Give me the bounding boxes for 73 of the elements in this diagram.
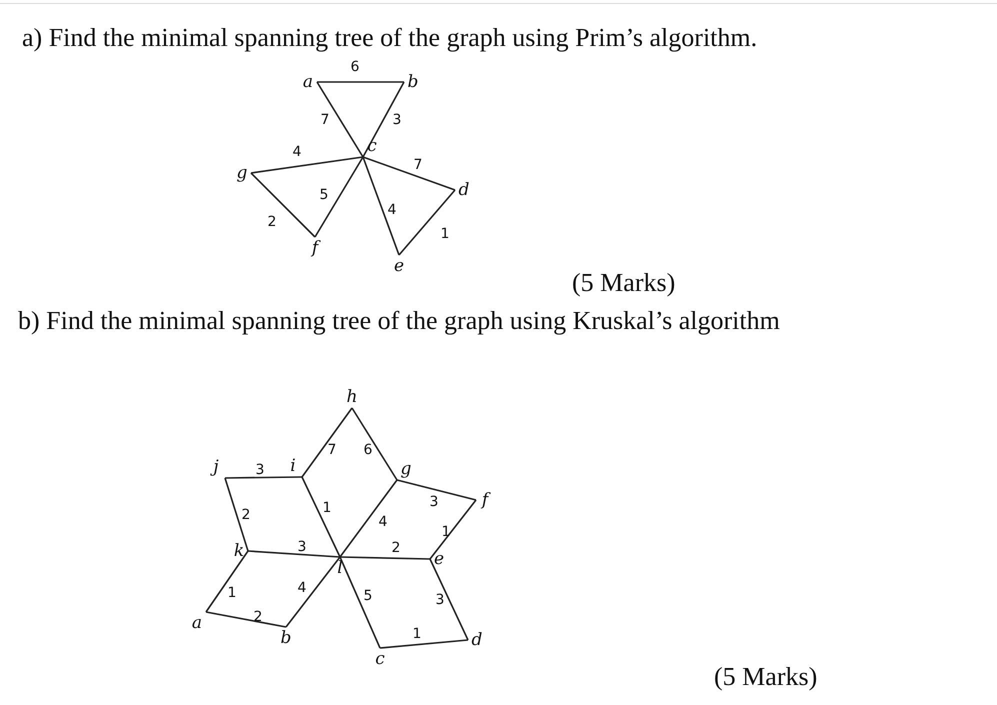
edge-weight: 5 [364, 588, 372, 604]
vertex-label: h [343, 386, 361, 408]
vertex-label: d [468, 629, 486, 651]
graph-edge [301, 408, 353, 478]
graph-edge [362, 156, 456, 191]
edge-weight: 2 [268, 214, 276, 230]
graph-edge [314, 156, 364, 238]
graph-edge [351, 408, 398, 480]
graph-edge [362, 82, 405, 158]
edge-weight: 7 [414, 157, 422, 173]
edge-weight: 2 [242, 507, 250, 523]
vertex-label: e [430, 548, 448, 570]
marks-text: (5 Marks) [572, 268, 676, 298]
edge-weight: 3 [256, 462, 264, 478]
vertex-label: c [363, 135, 381, 157]
graph-edge [380, 639, 468, 649]
graph-edge [248, 550, 340, 558]
graph-edge [224, 476, 302, 479]
vertex-label: b [404, 71, 422, 93]
edge-weight: 4 [378, 514, 388, 530]
graph-edge [250, 172, 316, 238]
graph-edge [205, 550, 249, 612]
graph-edge [224, 478, 249, 552]
graph-edge [317, 81, 404, 83]
edge-weight: 3 [430, 494, 438, 510]
graph-edge [250, 156, 364, 174]
marks-text: (5 Marks) [714, 662, 818, 692]
vertex-label: g [233, 162, 251, 184]
vertex-label: i [284, 455, 302, 477]
vertex-label: j [207, 456, 225, 478]
vertex-label: e [390, 255, 408, 277]
edge-weight: 6 [350, 59, 360, 75]
edge-weight: 1 [322, 500, 332, 516]
edge-weight: 4 [388, 202, 396, 218]
vertex-label: f [306, 237, 324, 259]
graph-edge [340, 556, 430, 560]
edge-weight: 1 [412, 626, 422, 642]
graph-edge [285, 556, 341, 628]
vertex-label: g [397, 458, 415, 480]
edge-weight: 6 [364, 442, 372, 458]
graph-edge [339, 556, 381, 648]
question-text: a) Find the minimal spanning tree of the graph using Prim’s algorithm. [22, 23, 758, 53]
graph-edge [301, 476, 341, 558]
graph-edge [429, 558, 469, 640]
vertex-label: f [476, 489, 494, 511]
edge-weight: 4 [292, 144, 302, 160]
edge-weight: 7 [320, 112, 330, 128]
graph-edge [339, 480, 398, 558]
vertex-label: c [371, 648, 389, 670]
question-text: b) Find the minimal spanning tree of the graph using Kruskal’s algorithm [18, 306, 780, 336]
edge-weight: 1 [440, 226, 450, 242]
edge-weight: 3 [298, 539, 306, 555]
vertex-label: d [455, 179, 473, 201]
graph-edge [396, 479, 476, 501]
graph-edge [362, 156, 400, 256]
edge-weight: 3 [436, 592, 444, 608]
vertex-label: a [299, 71, 317, 93]
vertex-label: b [277, 627, 295, 649]
edge-weight: 2 [254, 609, 262, 625]
graph-edge [316, 82, 364, 158]
edge-weight: 1 [228, 585, 236, 601]
edge-weight: 4 [298, 580, 306, 596]
edge-weight: 3 [392, 112, 402, 128]
vertex-label: l [331, 557, 349, 579]
vertex-label: k [230, 540, 248, 562]
vertex-label: a [188, 612, 206, 634]
edge-weight: 5 [320, 187, 328, 203]
graph-edge [429, 500, 477, 560]
edge-weight: 2 [392, 540, 400, 556]
edge-weight: 1 [442, 524, 450, 540]
edge-weight: 7 [328, 442, 336, 458]
graph-edge [206, 611, 286, 628]
graph-edge [398, 189, 456, 256]
